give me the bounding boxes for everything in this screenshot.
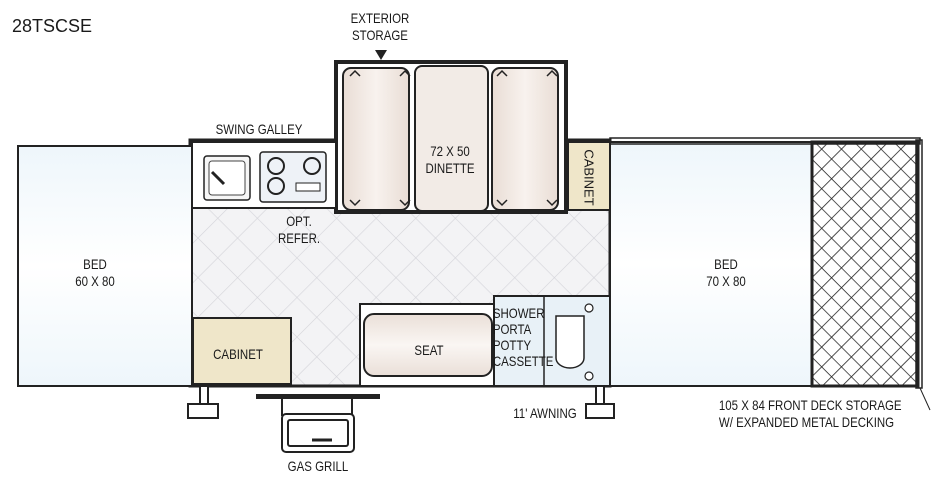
dinette-table (414, 65, 489, 212)
bed-rear (17, 145, 193, 387)
opt-refer-label: OPT. REFER. (277, 213, 321, 246)
dinette-bench-left (342, 67, 410, 211)
awning-label: 11' AWNING (513, 405, 577, 421)
bed-front-label: BED 70 X 80 (706, 256, 746, 289)
bed-rear-label: BED 60 X 80 (75, 256, 115, 289)
cabinet-front-box (567, 141, 611, 211)
faucet-icon (210, 170, 226, 186)
gas-grill-icon (281, 398, 355, 453)
exterior-storage-label: EXTERIOR STORAGE (350, 10, 410, 43)
front-deck-storage (810, 140, 920, 388)
potty-icon (555, 315, 585, 369)
gas-grill-label: GAS GRILL (287, 458, 349, 474)
cabinet-rear-box (192, 317, 292, 385)
exterior-storage-arrow (375, 50, 387, 60)
cabinet-front-label: CABINET (581, 149, 597, 206)
cabinet-rear-label: CABINET (213, 346, 263, 362)
stove-burners (267, 157, 321, 195)
dinette-bench-right (491, 67, 559, 211)
stabilizer-jacks (187, 385, 615, 419)
dinette-label: 72 X 50 DINETTE (425, 143, 475, 176)
seat-label: SEAT (414, 342, 444, 358)
shower-label: SHOWER PORTA POTTY CASSETTE (492, 305, 554, 369)
dinette-bench-arrows (349, 69, 558, 207)
deck-storage-label: 105 X 84 FRONT DECK STORAGE W/ EXPANDED … (718, 397, 902, 430)
awning-bar (256, 394, 380, 399)
swing-galley-label: SWING GALLEY (215, 121, 303, 137)
model-name: 28TSCSE (12, 16, 93, 36)
seat-cushion (363, 313, 493, 377)
